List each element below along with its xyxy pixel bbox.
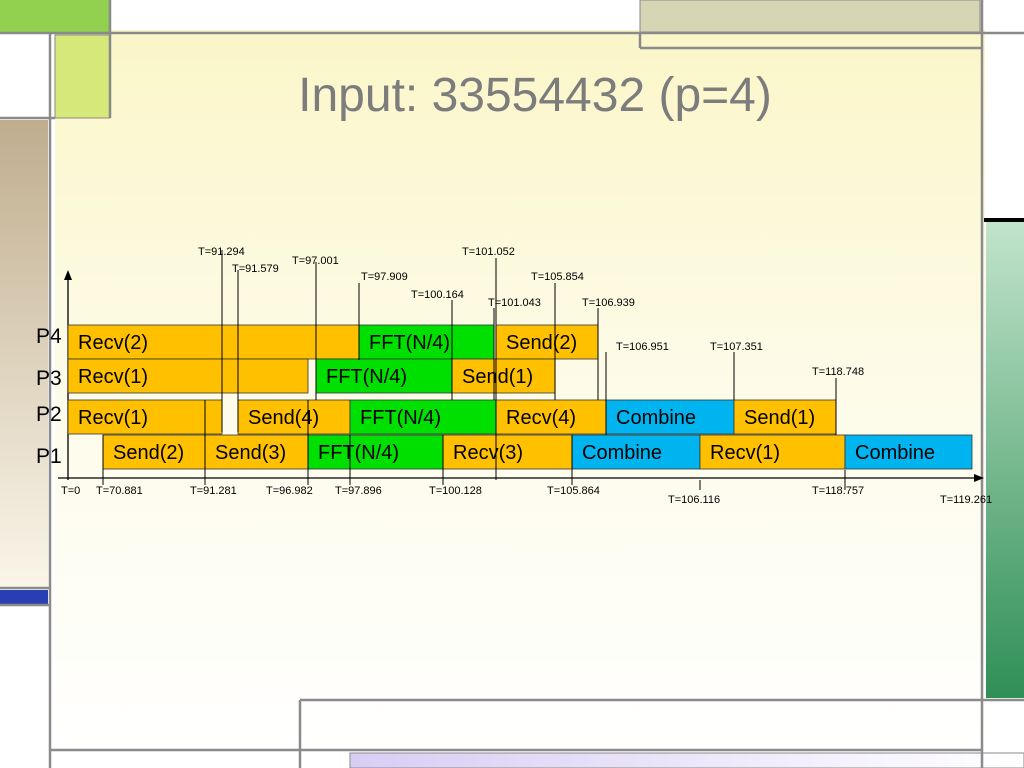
marker-label-bottom: T=91.281 xyxy=(190,485,237,497)
task-label: Send(1) xyxy=(744,407,815,429)
row-label: P3 xyxy=(36,367,62,390)
marker-label-bottom: T=0 xyxy=(61,485,80,497)
task-label: Send(1) xyxy=(462,366,533,388)
marker-label-top: T=106.951 xyxy=(616,341,669,353)
marker-label-top: T=107.351 xyxy=(710,341,763,353)
task-label: Recv(1) xyxy=(710,442,780,464)
marker-label-top: T=101.052 xyxy=(462,246,515,258)
slide-title: Input: 33554432 (p=4) xyxy=(298,69,772,122)
khaki-block-top xyxy=(639,0,981,33)
lavender-strip-bottom xyxy=(349,752,1024,768)
task-label: Combine xyxy=(855,442,935,464)
marker-label-top: T=97.001 xyxy=(292,255,339,267)
black-strip-right xyxy=(984,218,1024,222)
marker-label-top: T=97.909 xyxy=(361,271,408,283)
task-bar xyxy=(237,399,351,435)
task-label: Send(2) xyxy=(506,332,577,354)
row-label: P4 xyxy=(36,325,62,348)
task-bar xyxy=(571,434,701,470)
task-bar xyxy=(307,434,444,470)
task-label: FFT(N/4) xyxy=(326,366,407,388)
marker-label-bottom: T=97.896 xyxy=(335,485,382,497)
task-bar xyxy=(67,358,309,394)
marker-label-bottom: T=96.982 xyxy=(266,485,313,497)
row-label: P2 xyxy=(36,403,62,426)
task-label: Recv(2) xyxy=(78,332,148,354)
marker-label-bottom: T=106.116 xyxy=(668,494,720,506)
tan-bar-left xyxy=(0,120,48,590)
task-label: FFT(N/4) xyxy=(360,407,441,429)
task-label: Send(3) xyxy=(215,442,286,464)
task-bar xyxy=(495,324,599,360)
y-axis-arrowhead xyxy=(64,270,72,280)
task-label: Recv(4) xyxy=(506,407,576,429)
marker-label-top: T=101.043 xyxy=(488,297,541,309)
task-bar xyxy=(844,434,973,470)
task-bar xyxy=(67,399,223,435)
green-bar-right xyxy=(986,222,1024,698)
task-label: Send(2) xyxy=(113,442,184,464)
row-label: P1 xyxy=(36,445,62,468)
marker-label-bottom: T=119.261 xyxy=(940,494,992,506)
task-bar xyxy=(451,358,556,394)
marker-label-top: T=91.294 xyxy=(198,246,245,258)
task-bar xyxy=(495,399,607,435)
lime-block xyxy=(54,34,111,119)
task-label: Recv(1) xyxy=(78,366,148,388)
task-bar xyxy=(204,434,309,470)
marker-label-top: T=91.579 xyxy=(232,263,279,275)
blue-strip xyxy=(0,590,48,604)
task-bar xyxy=(315,358,453,394)
marker-label-top: T=105.854 xyxy=(531,271,584,283)
marker-label-bottom: T=70.881 xyxy=(96,485,143,497)
green-block-top-left xyxy=(0,0,110,32)
task-bar xyxy=(605,399,735,435)
task-label: Recv(3) xyxy=(453,442,523,464)
marker-label-bottom: T=100.128 xyxy=(429,485,482,497)
marker-label-bottom: T=105.864 xyxy=(547,485,600,497)
task-label: FFT(N/4) xyxy=(318,442,399,464)
x-axis-arrowhead xyxy=(974,474,984,482)
marker-label-top: T=100.164 xyxy=(411,289,464,301)
task-bar xyxy=(102,434,206,470)
task-label: Send(4) xyxy=(248,407,319,429)
marker-label-bottom: T=118.757 xyxy=(812,485,864,497)
marker-label-top: T=118.748 xyxy=(812,366,864,378)
task-label: Combine xyxy=(616,407,696,429)
task-bar xyxy=(699,434,846,470)
task-label: FFT(N/4) xyxy=(369,332,450,354)
marker-label-top: T=106.939 xyxy=(582,297,635,309)
task-bar xyxy=(349,399,497,435)
task-label: Recv(1) xyxy=(78,407,148,429)
task-label: Combine xyxy=(582,442,662,464)
